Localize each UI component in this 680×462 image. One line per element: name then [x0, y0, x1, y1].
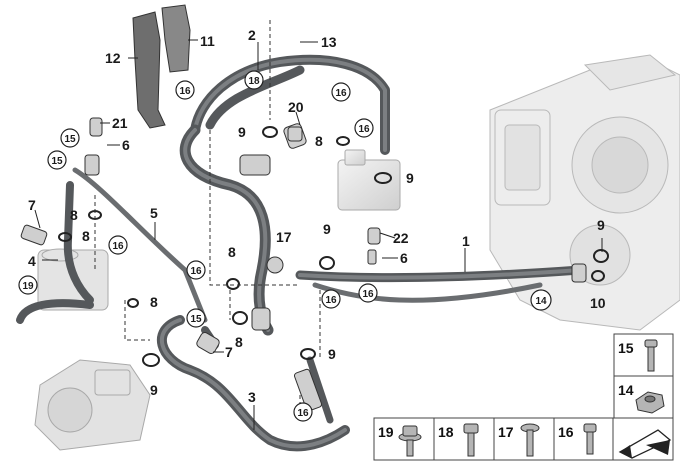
callout-8b: 8: [82, 228, 90, 244]
circled-14: 14: [535, 296, 547, 307]
circled-16h: 16: [297, 408, 309, 419]
fittings: [20, 117, 587, 412]
bracket-cover-11: [161, 4, 191, 73]
circled-callouts: [18, 70, 552, 422]
legend-label-19: 19: [378, 424, 394, 440]
callout-numbers: 1 2 3 4 5 6 6 7 7 8 8 8 8 8 8 9 9 9 9 9 …: [28, 27, 606, 405]
callout-22: 22: [393, 230, 409, 246]
callout-7b: 7: [225, 344, 233, 360]
reference-lines: [94, 20, 321, 420]
callout-9c: 9: [323, 221, 331, 237]
callout-11: 11: [200, 33, 215, 49]
callout-10: 10: [590, 295, 606, 311]
o-rings: [58, 126, 609, 367]
circled-15b: 15: [51, 156, 63, 167]
callout-6b: 6: [400, 250, 408, 266]
bracket-cover-12: [132, 11, 166, 129]
circled-15c: 15: [190, 314, 202, 325]
legend-label-18: 18: [438, 424, 454, 440]
callout-5: 5: [150, 205, 158, 221]
circled-19: 19: [22, 281, 34, 292]
circled-16a: 16: [179, 86, 191, 97]
circled-16b: 16: [335, 88, 347, 99]
screw-17-icon: [520, 423, 540, 457]
legend-label-17: 17: [498, 424, 514, 440]
bolt-15-icon: [644, 339, 658, 372]
circled-15a: 15: [64, 134, 76, 145]
circled-callout-labels: 14 15 15 15 16 16 16 16 16 16 16 16 18 1…: [22, 76, 547, 419]
circled-16d: 16: [112, 241, 124, 252]
callout-9f: 9: [150, 382, 158, 398]
leader-lines: [34, 39, 603, 430]
callout-9e: 9: [328, 346, 336, 362]
callout-17: 17: [276, 229, 292, 245]
legend-label-15: 15: [618, 340, 634, 356]
circled-16e: 16: [190, 266, 202, 277]
callout-4: 4: [28, 253, 36, 269]
callout-8f: 8: [235, 334, 243, 350]
compressor: [34, 359, 151, 451]
callout-7a: 7: [28, 197, 36, 213]
heater-housing: [489, 54, 680, 331]
callout-8e: 8: [150, 294, 158, 310]
callout-20: 20: [288, 99, 304, 115]
callout-12: 12: [105, 50, 121, 66]
circled-18: 18: [248, 76, 260, 87]
callout-6a: 6: [122, 137, 130, 153]
bolt-18-icon: [463, 423, 479, 457]
callout-9b: 9: [406, 170, 414, 186]
callout-8a: 8: [70, 207, 78, 223]
callout-2: 2: [248, 27, 256, 43]
legend-panel: 15 14 19 18 17 16: [373, 333, 674, 461]
callout-8d: 8: [228, 244, 236, 260]
legend-label-16: 16: [558, 424, 574, 440]
callout-21: 21: [112, 115, 128, 131]
circled-16f: 16: [325, 295, 337, 306]
bolt-16-icon: [583, 423, 597, 455]
circled-16g: 16: [362, 289, 374, 300]
nut-14-icon: [635, 391, 665, 414]
callout-9a: 9: [238, 124, 246, 140]
callout-1: 1: [462, 233, 470, 249]
callout-8c: 8: [315, 133, 323, 149]
callout-9d: 9: [597, 217, 605, 233]
bolt-19-icon: [398, 425, 422, 457]
callout-13: 13: [321, 34, 337, 50]
callout-3: 3: [248, 389, 256, 405]
legend-label-14: 14: [618, 382, 634, 398]
circled-16c: 16: [358, 124, 370, 135]
diagram-arrow-icon: [618, 429, 672, 459]
